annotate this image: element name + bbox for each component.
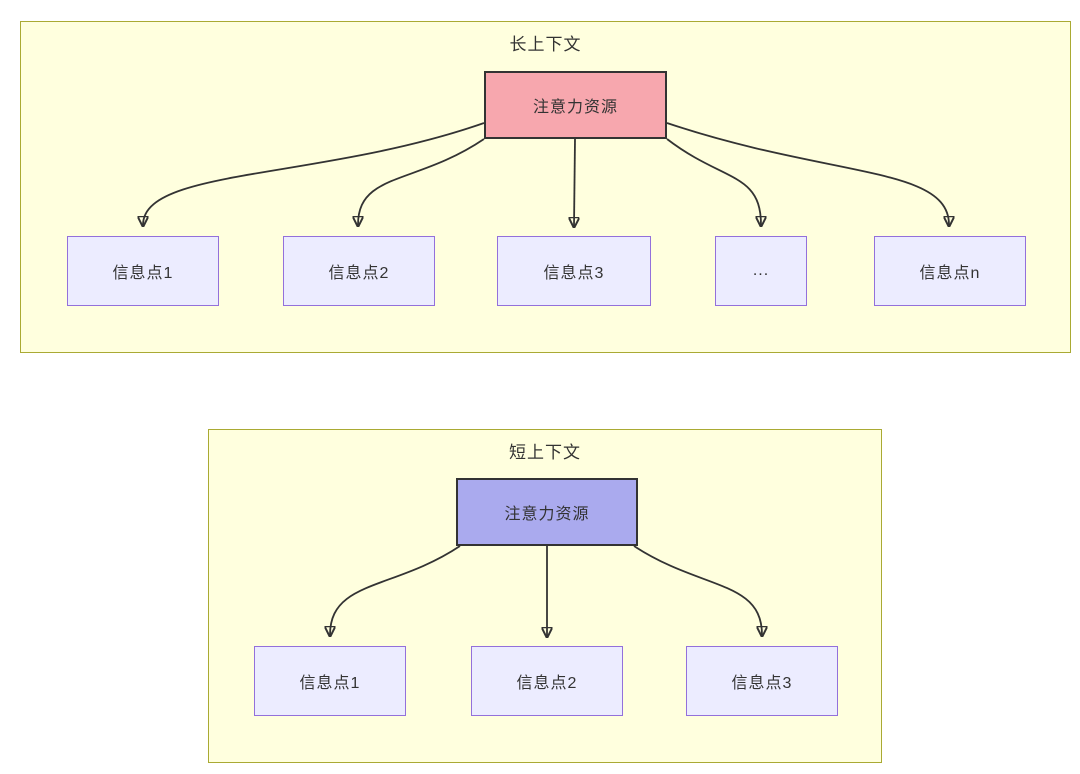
long-context-title: 长上下文 bbox=[509, 35, 582, 54]
info-node-2-long: 信息点2 bbox=[283, 236, 435, 306]
info-node-label: 信息点1 bbox=[112, 265, 174, 282]
info-node-label: 信息点3 bbox=[731, 675, 793, 692]
info-node-label: 信息点3 bbox=[543, 265, 605, 282]
attention-resource-node-long: 注意力资源 bbox=[484, 71, 667, 139]
info-node-1-short: 信息点1 bbox=[254, 646, 406, 716]
long-context-section: 长上下文 注意力资源 信息点1 信息点2 信息点3 ... bbox=[20, 21, 1071, 353]
attention-resource-label: 注意力资源 bbox=[532, 99, 618, 116]
attention-resource-node-short: 注意力资源 bbox=[456, 478, 638, 546]
info-node-label: 信息点2 bbox=[516, 675, 578, 692]
info-node-2-short: 信息点2 bbox=[471, 646, 623, 716]
info-node-label: 信息点1 bbox=[299, 675, 361, 692]
info-node-3-long: 信息点3 bbox=[497, 236, 651, 306]
attention-resource-label: 注意力资源 bbox=[504, 506, 590, 523]
info-node-label: 信息点n bbox=[919, 265, 981, 282]
short-context-title: 短上下文 bbox=[509, 443, 581, 462]
info-node-3-short: 信息点3 bbox=[686, 646, 838, 716]
info-node-1-long: 信息点1 bbox=[67, 236, 219, 306]
info-node-n-long: 信息点n bbox=[874, 236, 1026, 306]
info-node-label: 信息点2 bbox=[328, 265, 390, 282]
info-node-ellipsis-long: ... bbox=[715, 236, 807, 306]
short-context-section: 短上下文 注意力资源 信息点1 信息点2 信息点3 bbox=[208, 429, 882, 763]
info-node-label: ... bbox=[752, 262, 770, 279]
